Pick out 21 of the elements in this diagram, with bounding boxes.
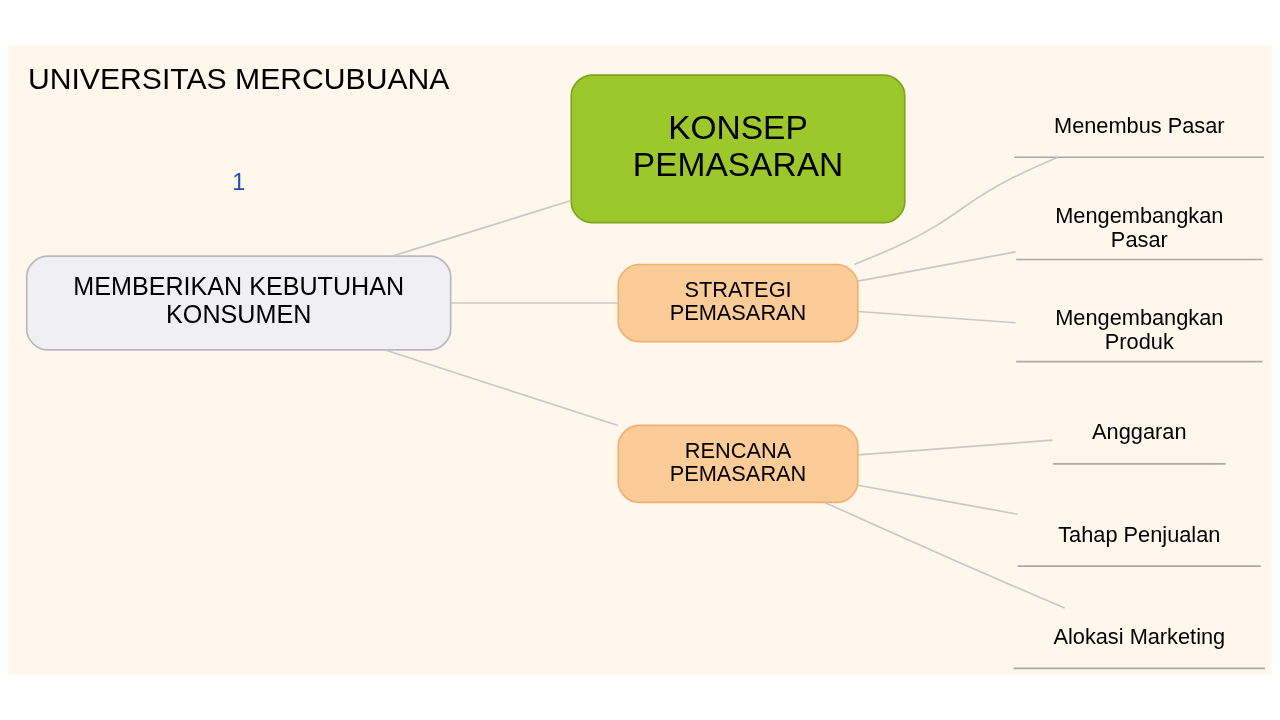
node-box: STRATEGI PEMASARAN	[617, 263, 859, 343]
connector	[449, 302, 620, 304]
connector	[857, 439, 1054, 456]
node-box: RENCANA PEMASARAN	[617, 424, 859, 504]
node-text: Mengembangkan Produk	[1055, 305, 1224, 354]
node-box: KONSEP PEMASARAN	[570, 74, 906, 224]
connector	[857, 251, 1017, 282]
connector	[384, 349, 619, 427]
connector	[857, 484, 1019, 516]
connector	[857, 310, 1017, 324]
node-box: MEMBERIKAN KEBUTUHAN KONSUMEN	[25, 255, 452, 351]
label: 1	[232, 169, 246, 196]
connector	[853, 156, 1059, 266]
node-text: Tahap Penjualan	[1058, 521, 1221, 547]
node-text: Menembus Pasar	[1054, 112, 1225, 138]
node-text: Alokasi Marketing	[1053, 623, 1226, 649]
node-text: Mengembangkan Pasar	[1055, 203, 1224, 252]
connector	[824, 501, 1066, 609]
node-text: Anggaran	[1092, 419, 1187, 445]
label: UNIVERSITAS MERCUBUANA	[27, 62, 450, 96]
connector	[391, 199, 573, 257]
